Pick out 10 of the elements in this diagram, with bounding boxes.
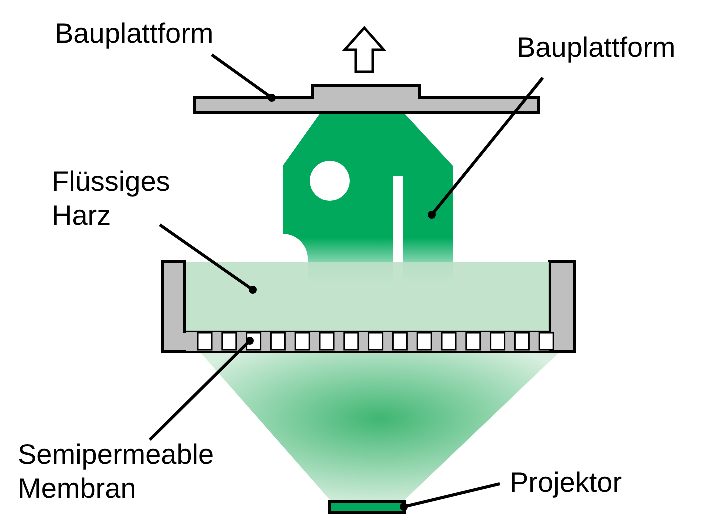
leader-line [159,224,257,294]
part-label: Bauplattform [517,31,677,65]
leader-line [400,482,500,511]
leader-line [428,77,544,219]
leader-line [148,337,254,442]
part-label: Semipermeable Membran [18,438,216,506]
part-label: Projektor [510,466,624,500]
part-label: Bauplattform [55,17,215,51]
leader-line [211,54,276,102]
part-label: Flüssiges Harz [52,165,172,233]
